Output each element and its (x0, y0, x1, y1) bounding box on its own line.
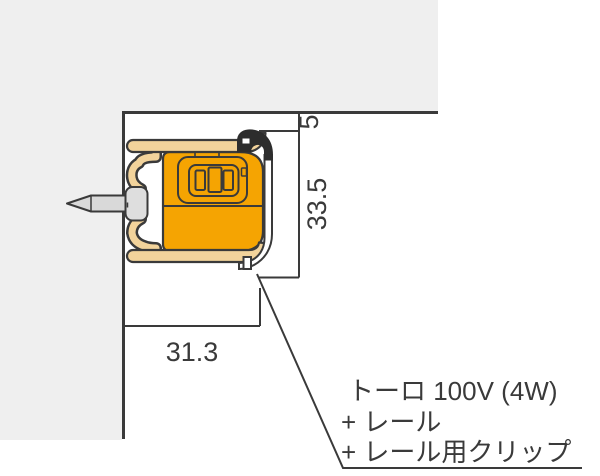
caption-line-2: + レール (341, 407, 441, 437)
caption-line-3: + レール用クリップ (341, 437, 571, 467)
caption-leader-line (256, 273, 582, 469)
dimension-annotations (123, 113, 300, 327)
dimension-label-33-5: 33.5 (302, 178, 332, 231)
screw-washer (124, 186, 149, 222)
dimension-label-5: 5 (294, 114, 324, 129)
rail-clip (237, 129, 273, 271)
ceiling-wall-mass (0, 0, 438, 440)
connector-terminal-1 (194, 169, 206, 191)
connector-side-tab (240, 167, 248, 177)
clip-body (238, 154, 273, 271)
ceiling-wall-surface-line (122, 111, 438, 439)
connector-terminal-2 (207, 166, 223, 193)
dimension-label-31-3: 31.3 (166, 337, 219, 367)
caption-line-1: トーロ 100V (4W) (348, 376, 558, 406)
clip-hook-notch (242, 138, 250, 144)
connector-terminal-3 (222, 169, 234, 191)
track-body (161, 150, 265, 253)
clip-bottom-tab (242, 256, 252, 270)
clip-top-hook (237, 129, 273, 161)
dimension-width-lines (123, 288, 261, 327)
